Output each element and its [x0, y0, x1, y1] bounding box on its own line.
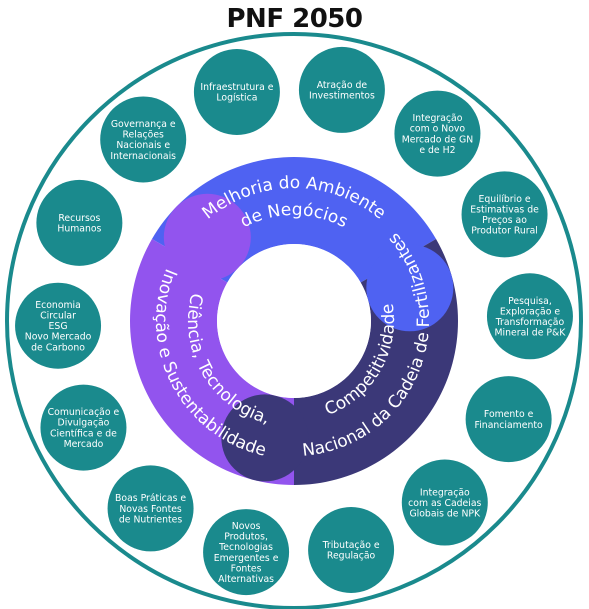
topic-label: Fontes	[231, 563, 262, 574]
topic-label: Integração	[420, 487, 470, 498]
segment-cap	[366, 244, 454, 332]
topic-label: Investimentos	[309, 91, 375, 102]
topic-label: Exploração e	[500, 306, 561, 317]
core-hole	[217, 244, 371, 398]
topic-label: Boas Práticas e	[115, 493, 186, 504]
outer-ring	[5, 32, 583, 609]
topic-circle	[298, 46, 385, 133]
segment-cap	[221, 394, 309, 482]
topic-label: Relações	[123, 130, 165, 141]
topic-circle	[203, 509, 290, 596]
topic-label: Mercado de GN	[402, 134, 473, 145]
topic-label: Novas Fontes	[119, 504, 182, 515]
topic-label: Mineral de P&K	[495, 328, 567, 339]
topic-label: Novos	[232, 521, 261, 532]
topic-label: Novo Mercado	[25, 332, 92, 343]
topic-label: Tributação e	[322, 540, 380, 551]
topic-circle	[107, 465, 194, 552]
topic-circle	[486, 273, 573, 360]
topic-label: Alternativas	[218, 574, 274, 585]
topic-circle	[40, 384, 127, 471]
topic-label: Nacionais e	[116, 140, 170, 151]
topic-circle	[100, 96, 187, 183]
topic-label: Comunicação e	[48, 407, 120, 418]
topic-circle	[15, 282, 102, 369]
topic-label: Produtos,	[224, 532, 268, 543]
topic-label: Globais de NPK	[409, 509, 481, 520]
topic-label: de Carbono	[31, 342, 85, 353]
topic-label: Tecnologias	[218, 542, 273, 553]
topic-circle	[465, 376, 552, 463]
topic-circle	[401, 459, 488, 546]
topic-label: com as Cadeias	[408, 498, 481, 509]
topic-circle	[193, 49, 280, 136]
topic-label: Fomento e	[484, 409, 534, 420]
topic-label: Integração	[412, 113, 462, 124]
topic-label: Científica e de	[50, 428, 117, 439]
topic-label: com o Novo	[410, 124, 466, 135]
topic-label: Economia	[35, 300, 81, 311]
topic-node: Pesquisa,Exploração eTransformaçãoMinera…	[486, 273, 573, 360]
topic-label: Transformação	[495, 317, 565, 328]
topic-label: Circular	[40, 311, 76, 322]
topic-label: Atração de	[317, 80, 368, 91]
topic-label: Divulgação	[58, 418, 110, 429]
topic-circle	[308, 506, 395, 593]
topic-label: Emergentes e	[214, 553, 279, 564]
topic-label: ESG	[49, 321, 68, 332]
topic-circle	[394, 90, 481, 177]
topic-circle	[461, 171, 548, 258]
topic-label: de Nutrientes	[119, 514, 182, 525]
topic-label: Regulação	[327, 551, 376, 562]
topic-label: Humanos	[57, 224, 101, 235]
topic-label: Internacionais	[110, 151, 176, 162]
topic-circle	[36, 179, 123, 266]
topic-label: Preços ao	[482, 215, 527, 226]
topic-label: Mercado	[64, 439, 104, 450]
topic-label: Produtor Rural	[471, 226, 538, 237]
topic-label: Equilíbrio e	[478, 194, 530, 205]
topic-label: e de H2	[419, 145, 455, 156]
topic-label: Governança e	[111, 119, 176, 130]
topic-label: Pesquisa,	[508, 296, 552, 307]
topic-label: Logística	[216, 93, 257, 104]
diagram-title: PNF 2050	[226, 4, 364, 34]
topic-label: Recursos	[58, 213, 100, 224]
topic-label: Estimativas de	[470, 204, 539, 215]
topic-label: Financiamento	[475, 420, 543, 431]
segment-cap	[163, 193, 251, 281]
topic-label: Infraestrutura e	[200, 82, 273, 93]
